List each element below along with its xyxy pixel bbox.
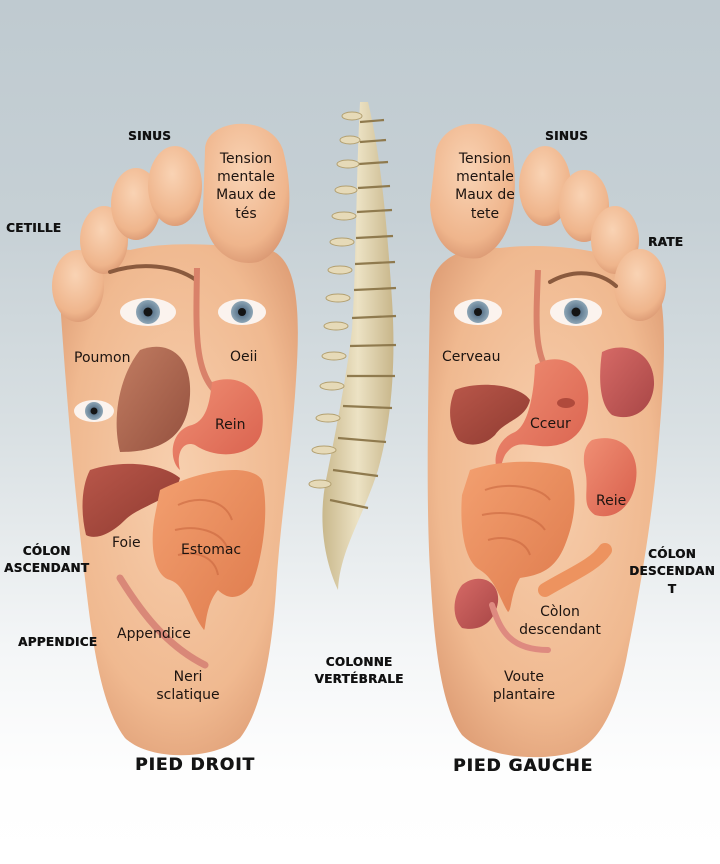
right-sciatic-label: Neri sclatique — [156, 669, 220, 704]
right-foot-title: PIED DROIT — [135, 755, 256, 775]
right-lung-label: Poumon — [74, 350, 131, 366]
left-colon-label: CÓLON DESCENDAN T — [629, 547, 715, 596]
right-sinus-label: SINUS — [128, 129, 172, 143]
spine-shape — [308, 102, 397, 590]
right-kidney-label: Rein — [215, 417, 246, 433]
right-stomach-label: Estomac — [181, 542, 242, 558]
right-appendix-inner-label: Appendice — [117, 626, 191, 642]
right-liver-label: Foie — [112, 535, 141, 551]
right-eye-label: CETILLE — [6, 221, 62, 235]
left-foot-shape — [427, 123, 666, 758]
left-foot-title: PIED GAUCHE — [453, 756, 594, 776]
right-eye-inner-label: Oeii — [230, 349, 258, 365]
left-arch-label: Voute plantaire — [492, 669, 556, 704]
left-big-toe-label: Tension mentale Maux de tete — [455, 151, 515, 222]
left-brain-label: Cerveau — [442, 349, 501, 365]
left-sinus-label: SINUS — [545, 129, 589, 143]
left-colon-inner-label: Còlon descendant — [519, 604, 601, 639]
left-spleen-label: RATE — [648, 235, 684, 249]
left-heart-label: Cceur — [530, 416, 571, 432]
right-foot-shape — [52, 123, 298, 756]
right-colon-label: CÓLON ASCENDANT — [4, 544, 90, 576]
left-kidney-label: Reie — [596, 493, 627, 509]
right-appendix-label: APPENDICE — [18, 635, 98, 649]
spine-label: COLONNE VERTÉBRALE — [314, 655, 404, 687]
right-big-toe-label: Tension mentale Maux de tés — [216, 151, 276, 222]
